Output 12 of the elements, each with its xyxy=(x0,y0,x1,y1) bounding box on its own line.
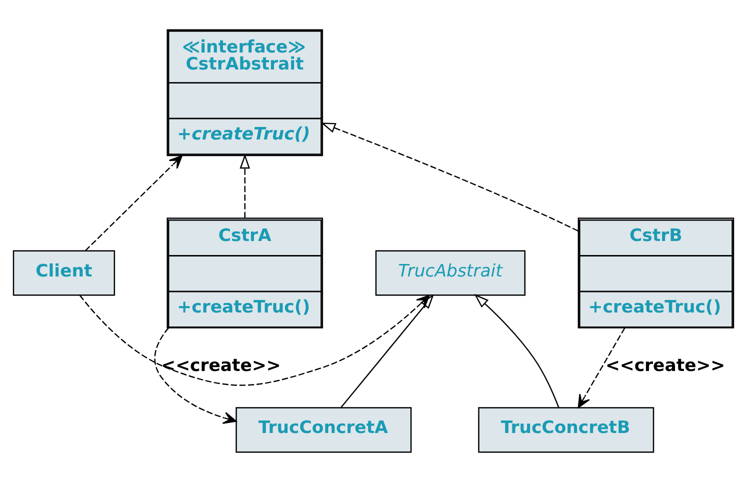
arrow xyxy=(240,153,250,218)
edge-label: <<create>> xyxy=(161,356,281,376)
node-box: TrucConcretA xyxy=(236,406,412,452)
edge-label: <<create>> xyxy=(606,356,726,376)
node-box: TrucConcretB xyxy=(478,406,654,452)
arrow xyxy=(474,293,560,408)
arrow xyxy=(85,154,183,251)
node-box: Client xyxy=(12,250,116,296)
arrow xyxy=(578,327,626,408)
arrow xyxy=(154,326,237,424)
arrow xyxy=(320,122,578,231)
node-box: TrucAbstrait xyxy=(375,250,526,296)
